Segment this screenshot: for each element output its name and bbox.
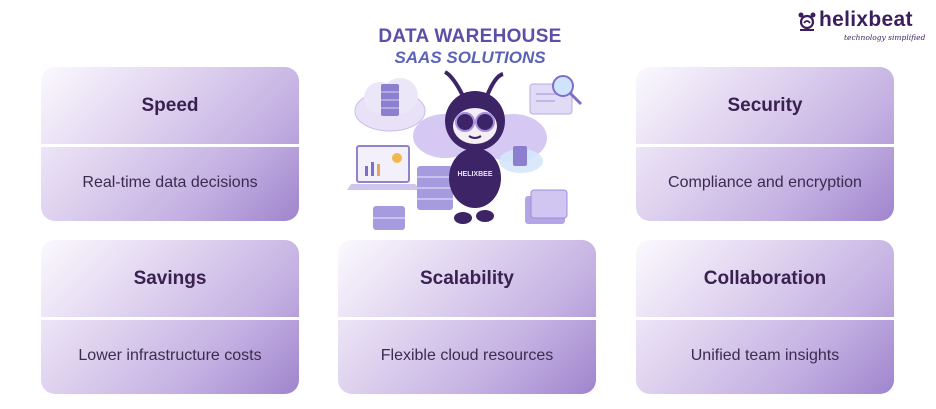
card-title: Scalability (420, 267, 514, 289)
helixbeat-mark-icon (798, 12, 816, 31)
card-title: Speed (141, 94, 199, 116)
server-stack-icon (373, 166, 453, 230)
card-description: Real-time data decisions (82, 173, 258, 191)
feature-card-scalability: Scalability Flexible cloud resources (338, 240, 596, 394)
cloud-server-icon (354, 78, 426, 132)
card-title: Collaboration (703, 267, 827, 289)
feature-card-speed: Speed Real-time data decisions (41, 67, 299, 221)
hero-title-line2: SAAS SOLUTIONS (394, 48, 546, 67)
feature-card-savings: Savings Lower infrastructure costs (41, 240, 299, 394)
helixbeat-logo: helixbeat technology simplified (797, 8, 927, 44)
card-description: Unified team insights (690, 346, 840, 364)
card-description: Compliance and encryption (668, 173, 862, 191)
logo-tagline: technology simplified (844, 33, 926, 42)
card-title: Savings (133, 267, 207, 289)
feature-card-collaboration: Collaboration Unified team insights (636, 240, 894, 394)
card-divider (338, 317, 596, 320)
card-divider (636, 317, 894, 320)
card-title: Security (727, 94, 803, 116)
card-description: Lower infrastructure costs (78, 346, 262, 364)
card-divider (41, 317, 299, 320)
bee-mascot-illustration: HELIXBEE (347, 70, 583, 230)
feature-card-security: Security Compliance and encryption (636, 67, 894, 221)
logo-wordmark: helixbeat (819, 8, 913, 31)
card-divider (41, 144, 299, 147)
hero-title-line1: DATA WAREHOUSE (378, 26, 562, 47)
hero-illustration: DATA WAREHOUSE SAAS SOLUTIONS (345, 14, 595, 236)
mascot-label: HELIXBEE (457, 171, 492, 178)
card-divider (636, 144, 894, 147)
laptop-chart-icon (347, 145, 421, 190)
magnifier-document-icon (529, 75, 583, 115)
card-description: Flexible cloud resources (380, 346, 554, 364)
